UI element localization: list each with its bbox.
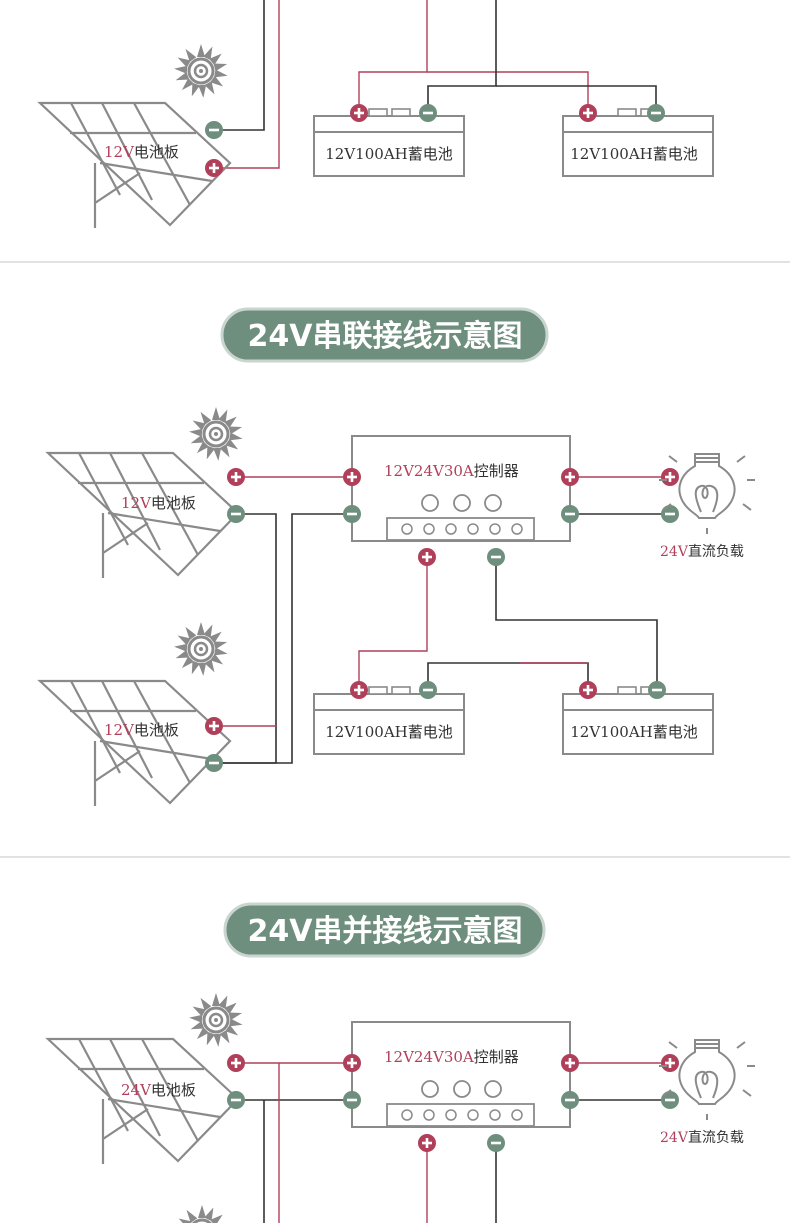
battery-positive-terminal	[350, 681, 368, 699]
solar-panel-icon	[46, 1037, 240, 1166]
load-positive-terminal	[661, 1054, 679, 1072]
battery-negative-terminal	[647, 104, 665, 122]
controller-battery-negative-terminal	[487, 1134, 505, 1152]
controller-battery-positive-wire	[358, 557, 428, 690]
controller-icon	[351, 435, 571, 542]
battery-label: 12V100AH蓄电池	[325, 723, 452, 741]
panel2-label: 12V电池板	[104, 721, 179, 739]
solar-panel-icon	[38, 101, 232, 230]
controller-battery-positive-terminal	[418, 1134, 436, 1152]
controller-battery-negative-wire	[495, 557, 658, 690]
panel-positive-terminal	[205, 159, 223, 177]
load-negative-terminal	[661, 505, 679, 523]
panel-negative-wire	[214, 0, 265, 131]
panel-positive-wire	[214, 0, 280, 169]
solar-panel-icon	[46, 451, 240, 580]
panel-negative-terminal	[205, 121, 223, 139]
battery-label: 12V100AH蓄电池	[570, 723, 697, 741]
section-title-pill: 24V串联接线示意图	[220, 307, 549, 363]
section-series: 24V串联接线示意图 12V电池板 12V电池板 12V24V30A控制器	[38, 307, 756, 808]
load-negative-terminal	[661, 1091, 679, 1109]
section-parallel-partial: 12V电池板 12V100AH蓄电池 12V100AH蓄电池	[38, 0, 714, 230]
battery-negative-terminal	[419, 681, 437, 699]
load-positive-terminal	[661, 468, 679, 486]
battery-icon	[313, 108, 465, 177]
panel1-negative-terminal	[227, 505, 245, 523]
section-title: 24V串并接线示意图	[248, 914, 523, 949]
battery-positive-terminal	[350, 104, 368, 122]
load-label: 24V直流负载	[660, 1129, 744, 1146]
battery-positive-wire	[358, 0, 428, 113]
section-title: 24V串联接线示意图	[248, 319, 523, 354]
controller-load-positive-terminal	[561, 468, 579, 486]
battery-negative-terminal	[648, 681, 666, 699]
controller-label: 12V24V30A控制器	[384, 1048, 519, 1066]
controller-load-negative-terminal	[561, 505, 579, 523]
panel-negative-terminal	[227, 1091, 245, 1109]
panel-label: 24V电池板	[121, 1081, 196, 1099]
section-title-pill: 24V串并接线示意图	[223, 902, 546, 958]
controller-icon	[351, 1021, 571, 1128]
battery-icon	[313, 686, 465, 755]
controller-battery-negative-terminal	[487, 548, 505, 566]
load-label: 24V直流负载	[660, 543, 744, 560]
panel-positive-terminal	[227, 1054, 245, 1072]
sun-icon	[187, 991, 245, 1049]
panel2-negative-terminal	[205, 754, 223, 772]
controller-pv-negative-terminal	[343, 1091, 361, 1109]
sun-icon	[172, 620, 230, 678]
panel1-positive-terminal	[227, 468, 245, 486]
controller-battery-positive-terminal	[418, 548, 436, 566]
battery-label: 12V100AH蓄电池	[570, 145, 697, 163]
controller-pv-negative-terminal	[343, 505, 361, 523]
panel1-label: 12V电池板	[121, 494, 196, 512]
battery-positive-terminal	[579, 681, 597, 699]
controller-pv-positive-terminal	[343, 468, 361, 486]
battery-negative-terminal	[419, 104, 437, 122]
section-series-parallel: 24V串并接线示意图 24V电池板 12V24V30A控制器 24V直流负载	[46, 902, 756, 1223]
panel2-negative-wire	[214, 513, 352, 764]
panel2-positive-terminal	[205, 717, 223, 735]
solar-panel-icon	[38, 679, 232, 808]
battery-positive-wire-2	[427, 71, 589, 113]
controller-pv-positive-terminal	[343, 1054, 361, 1072]
battery-label: 12V100AH蓄电池	[325, 145, 452, 163]
controller-label: 12V24V30A控制器	[384, 462, 519, 480]
controller-load-positive-terminal	[561, 1054, 579, 1072]
battery-negative-wire	[427, 0, 497, 113]
sun-icon	[172, 42, 230, 100]
battery-positive-terminal	[579, 104, 597, 122]
panel-label: 12V电池板	[104, 143, 179, 161]
battery-series-link-wire	[427, 662, 589, 690]
controller-load-negative-terminal	[561, 1091, 579, 1109]
sun-icon	[187, 405, 245, 463]
sun-icon	[173, 1203, 231, 1223]
